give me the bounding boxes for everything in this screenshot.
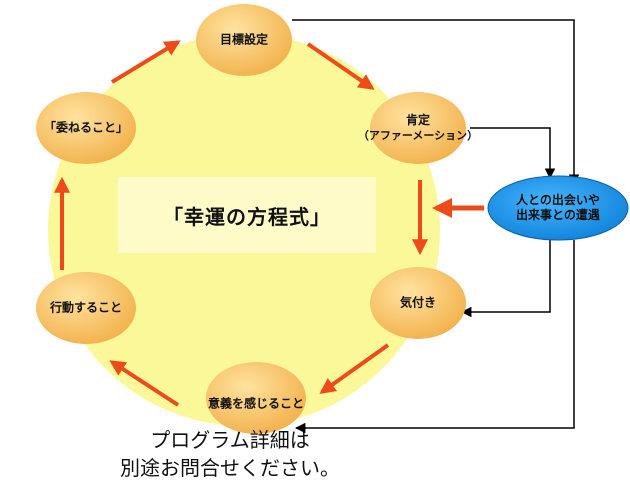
node-entrust-shape: [36, 92, 136, 164]
node-affirm-label: 肯定: [405, 113, 430, 127]
node-notice: 気付き: [400, 296, 436, 311]
node-action: 行動すること: [50, 301, 122, 316]
node-meaning-shape: [206, 362, 306, 434]
arrow-entrust-to-goal: [110, 40, 181, 84]
node-external-shape: [487, 175, 629, 241]
title-box: 「幸運の方程式」: [118, 177, 376, 253]
node-entrust-label: 「委ねること」: [43, 120, 129, 135]
node-external-line1: 人との出会いや: [516, 193, 600, 207]
connector-lines: [292, 19, 580, 434]
node-action-shape: [36, 272, 136, 344]
node-affirm: 肯定 （アファーメーション）: [358, 113, 478, 143]
node-action-label: 行動すること: [49, 300, 123, 315]
connector-goal-to-external: [292, 19, 580, 186]
arrow-meaning-to-action: [109, 360, 180, 407]
node-external-line2: 出来事との遭遇: [516, 208, 600, 222]
node-entrust: 「委ねること」: [44, 121, 128, 136]
arrow-goal-to-affirm: [306, 42, 375, 90]
footer-note: プログラム詳細は 別途お問合せください。: [100, 426, 360, 482]
node-affirm-sublabel: （アファーメーション）: [357, 129, 479, 142]
arrow-notice-to-meaning: [319, 343, 390, 394]
node-notice-label: 気付き: [399, 295, 437, 310]
connector-external-to-notice: [460, 240, 551, 318]
diagram-title: 「幸運の方程式」: [163, 204, 331, 229]
node-external: 人との出会いや 出来事との遭遇: [516, 193, 600, 223]
node-goal-label: 目標設定: [219, 32, 269, 47]
node-goal-shape: [196, 4, 292, 76]
node-shapes: [36, 4, 629, 434]
connector-external-to-meaning: [294, 240, 575, 434]
node-affirm-shape: [370, 92, 466, 164]
node-meaning: 意義を感じること: [208, 397, 304, 412]
footer-line1: プログラム詳細は: [150, 428, 310, 452]
node-notice-shape: [370, 267, 466, 339]
node-meaning-label: 意義を感じること: [207, 396, 305, 411]
footer-line2: 別途お問合せください。: [120, 456, 340, 480]
cycle-arrows: [54, 40, 484, 407]
node-goal: 目標設定: [220, 33, 268, 48]
connector-affirm-to-external: [470, 127, 556, 180]
